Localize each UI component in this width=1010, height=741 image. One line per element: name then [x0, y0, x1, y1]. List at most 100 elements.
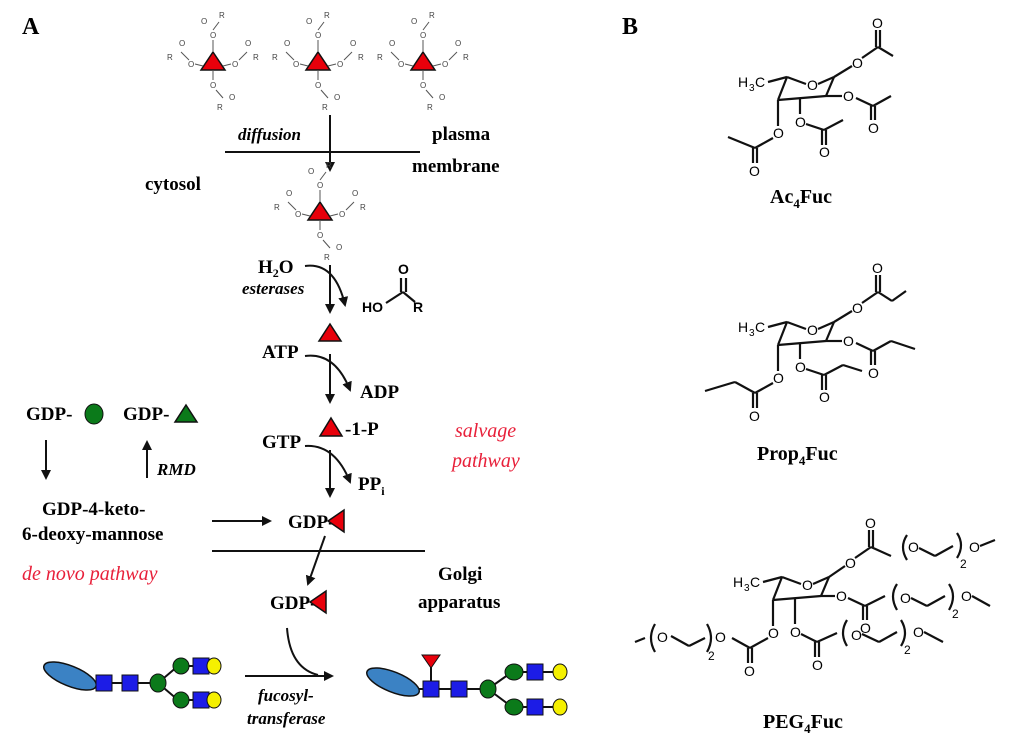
svg-text:H: H	[738, 74, 748, 90]
svg-text:2: 2	[904, 643, 911, 657]
ac4fuc-label: Ac4Fuc	[770, 186, 832, 211]
protein-icon	[43, 661, 97, 691]
galactose-icon	[552, 663, 568, 681]
panel-b-label: B	[622, 14, 638, 40]
fucose-icon	[421, 654, 441, 669]
svg-text:O: O	[868, 120, 879, 136]
glycan-fucosylated	[366, 654, 568, 716]
rmd-label: RMD	[156, 460, 196, 479]
glcnac-icon	[422, 680, 440, 698]
svg-text:O: O	[868, 365, 879, 381]
membrane-label: membrane	[412, 156, 500, 177]
svg-text:R: R	[413, 299, 423, 315]
prodrug-molecule	[166, 10, 260, 113]
svg-text:O: O	[790, 624, 801, 640]
transporter-arrow	[305, 535, 326, 586]
svg-text:C: C	[750, 574, 760, 590]
svg-text:O: O	[961, 588, 972, 604]
keto-mannose-label: GDP-4-keto-	[42, 499, 145, 520]
galactose-icon	[552, 698, 568, 716]
svg-text:O: O	[851, 627, 862, 643]
mannose-icon	[479, 679, 497, 699]
golgi-label: Golgi	[438, 564, 482, 585]
gtp-curve-arrow	[304, 444, 352, 484]
ppi-label: PPi	[358, 474, 385, 498]
svg-text:C: C	[755, 74, 765, 90]
adp-label: ADP	[360, 382, 399, 403]
prodrug-molecule	[271, 10, 365, 113]
svg-text:2: 2	[708, 649, 715, 663]
atp-label: ATP	[262, 342, 299, 363]
panel-a-label: A	[22, 14, 40, 40]
gdp-rhamnose-label: GDP-	[123, 404, 169, 425]
galactose-icon	[206, 691, 222, 709]
cytosol-label: cytosol	[145, 174, 201, 195]
svg-text:O: O	[852, 300, 863, 316]
mannose-icon	[84, 403, 104, 425]
svg-text:O: O	[865, 515, 876, 531]
fucose-1-phosphate-label: -1-P	[345, 419, 379, 440]
svg-text:O: O	[969, 539, 980, 555]
svg-text:HO: HO	[362, 299, 383, 315]
svg-text:O: O	[819, 144, 830, 160]
svg-text:O: O	[657, 629, 668, 645]
atp-curve-arrow	[304, 354, 352, 392]
fucosyltransferase-label-2: transferase	[247, 709, 326, 728]
water-curve-arrow	[304, 264, 349, 307]
plasma-label: plasma	[432, 124, 491, 145]
glycan-unfucosylated	[43, 657, 222, 709]
h2o-label: H2O	[258, 257, 294, 280]
glcnac-icon	[526, 698, 544, 716]
svg-text:3: 3	[749, 328, 755, 339]
rhamnose-icon	[173, 403, 199, 423]
svg-text:O: O	[768, 625, 779, 641]
fucose-icon	[317, 322, 343, 342]
svg-text:O: O	[749, 163, 760, 179]
svg-text:O: O	[852, 55, 863, 71]
carboxylic-acid: HO R O	[362, 261, 423, 315]
svg-text:3: 3	[744, 583, 750, 594]
gdp-fucose-golgi-label: GDP-	[270, 593, 316, 614]
prodrug-molecule-cytosol	[273, 160, 367, 263]
diffusion-label: diffusion	[238, 125, 301, 144]
glcnac-icon	[95, 674, 113, 692]
svg-text:O: O	[802, 577, 813, 593]
svg-text:O: O	[913, 624, 924, 640]
galactose-icon	[206, 657, 222, 675]
svg-text:O: O	[744, 663, 755, 679]
glcnac-icon	[121, 674, 139, 692]
svg-text:O: O	[807, 77, 818, 93]
svg-text:O: O	[795, 359, 806, 375]
svg-text:2: 2	[960, 557, 967, 571]
mannose-icon	[172, 657, 190, 675]
glcnac-icon	[450, 680, 468, 698]
mannose-icon	[504, 663, 524, 681]
de-novo-pathway-label: de novo pathway	[22, 563, 158, 585]
svg-text:O: O	[807, 322, 818, 338]
svg-text:O: O	[872, 15, 883, 31]
svg-text:O: O	[773, 370, 784, 386]
svg-text:O: O	[908, 539, 919, 555]
gdp-fuc-curve	[286, 627, 319, 676]
fucose-icon	[318, 416, 344, 437]
svg-text:O: O	[845, 555, 856, 571]
svg-text:O: O	[843, 333, 854, 349]
svg-text:H: H	[733, 574, 743, 590]
svg-text:O: O	[872, 260, 883, 276]
gdp-fucose-label: GDP-	[288, 512, 334, 533]
keto-mannose-label-2: 6-deoxy-mannose	[22, 524, 163, 545]
svg-text:3: 3	[749, 83, 755, 94]
peg4fuc-label: PEG4Fuc	[763, 711, 843, 736]
prodrug-molecule	[376, 10, 470, 113]
mannose-icon	[149, 673, 167, 693]
esterases-label: esterases	[242, 279, 305, 298]
gtp-label: GTP	[262, 432, 301, 453]
svg-text:2: 2	[952, 607, 959, 621]
salvage-pathway-label: salvage	[455, 420, 516, 442]
salvage-pathway-label-2: pathway	[450, 450, 520, 472]
gdp-mannose-label: GDP-	[26, 404, 72, 425]
svg-text:O: O	[860, 620, 871, 636]
svg-text:H: H	[738, 319, 748, 335]
